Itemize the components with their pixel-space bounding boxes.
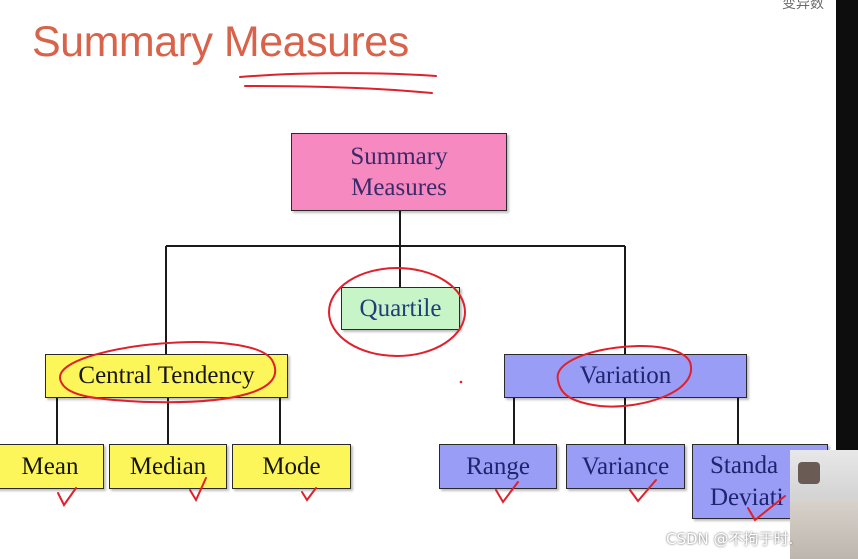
node-central-tendency: Central Tendency xyxy=(45,354,288,398)
slide-title: Summary Measures xyxy=(32,18,409,67)
node-quartile: Quartile xyxy=(341,287,460,330)
node-mode: Mode xyxy=(232,444,351,489)
title-underline xyxy=(240,73,436,77)
checkmark-mean xyxy=(58,488,76,505)
webcam-person xyxy=(798,462,820,484)
webcam-thumbnail xyxy=(790,450,858,559)
node-median: Median xyxy=(109,444,227,489)
webcam-background xyxy=(790,500,858,559)
node-variance: Variance xyxy=(566,444,685,489)
node-range: Range xyxy=(439,444,557,489)
corner-text: 变异数 xyxy=(782,0,834,10)
checkmark-mode xyxy=(302,488,316,500)
csdn-watermark: CSDN @不拘于时. xyxy=(666,528,793,549)
title-underline-2 xyxy=(245,86,432,93)
node-mean: Mean xyxy=(0,444,104,489)
node-summary-measures: Summary Measures xyxy=(291,133,507,211)
node-variation: Variation xyxy=(504,354,747,398)
